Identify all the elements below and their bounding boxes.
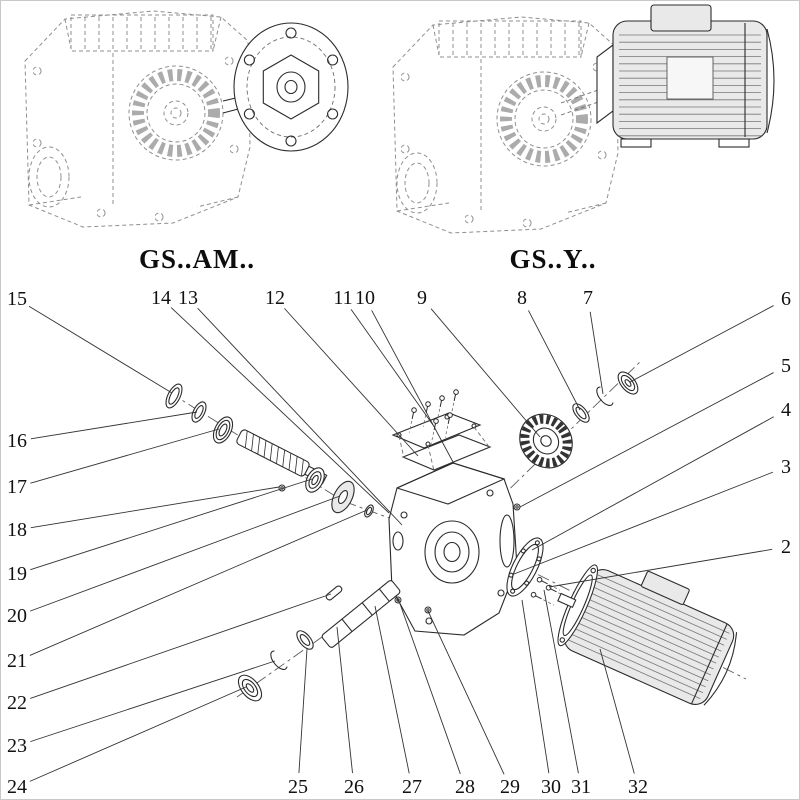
- part-bearing-19: [305, 467, 325, 493]
- flange-drawing: [222, 22, 349, 152]
- leader-line-22: [30, 593, 332, 699]
- part-bearing-17: [212, 416, 234, 444]
- leader-line-15: [28, 305, 173, 394]
- part-seal-6: [617, 371, 639, 395]
- leader-line-17: [30, 428, 220, 484]
- leader-line-10: [371, 310, 454, 463]
- callout-17: 17: [7, 476, 27, 498]
- part-vent-plug-5: [513, 503, 521, 511]
- leader-line-9: [430, 308, 541, 438]
- callout-29: 29: [500, 776, 520, 798]
- part-washer-25: [296, 630, 314, 650]
- part-gasket-12: [401, 434, 492, 471]
- leader-line-24: [29, 686, 247, 782]
- leader-line-25: [298, 648, 308, 774]
- callout-12: 12: [265, 287, 285, 309]
- part-ring-8: [572, 403, 590, 423]
- leader-line-26: [336, 626, 353, 774]
- leader-line-31: [543, 589, 579, 774]
- callout-27: 27: [402, 776, 422, 798]
- leader-line-16: [30, 411, 198, 440]
- callout-16: 16: [7, 430, 27, 452]
- part-circlip-7: [596, 386, 614, 406]
- exploded-view: [165, 360, 747, 706]
- leader-line-6: [629, 305, 774, 383]
- callout-11: 11: [333, 287, 352, 309]
- callout-23: 23: [7, 735, 27, 757]
- leader-line-11: [350, 309, 434, 426]
- callout-22: 22: [7, 692, 27, 714]
- callout-10: 10: [355, 287, 375, 309]
- callout-3: 3: [781, 456, 791, 478]
- callout-8: 8: [517, 287, 527, 309]
- callout-21: 21: [7, 650, 27, 672]
- part-flange-4: [506, 537, 544, 597]
- leader-line-21: [29, 509, 368, 656]
- leader-line-19: [30, 478, 313, 571]
- leader-line-12: [284, 308, 419, 457]
- motor-drawing: [596, 4, 775, 148]
- leader-line-14: [170, 307, 390, 514]
- leader-line-23: [30, 660, 276, 743]
- callout-2: 2: [781, 536, 791, 558]
- callout-13: 13: [178, 287, 198, 309]
- leader-line-4: [531, 416, 774, 551]
- callout-15: 15: [7, 288, 27, 310]
- callout-31: 31: [571, 776, 591, 798]
- leader-line-29: [427, 610, 505, 775]
- part-ring-16: [191, 401, 207, 423]
- leader-line-8: [528, 310, 581, 411]
- callout-7: 7: [583, 287, 593, 309]
- leader-line-2: [548, 548, 773, 588]
- callout-25: 25: [288, 776, 308, 798]
- part-key-22: [325, 585, 343, 601]
- gearbox-am-drawing: [25, 11, 349, 227]
- callout-24: 24: [7, 776, 27, 798]
- callout-6: 6: [781, 288, 791, 310]
- part-motor: [557, 564, 738, 706]
- leader-line-3: [513, 471, 774, 575]
- callout-4: 4: [781, 399, 791, 421]
- gearbox-y-drawing: [393, 4, 775, 233]
- leader-line-20: [29, 495, 341, 612]
- leader-line-13: [197, 307, 403, 526]
- leader-line-7: [589, 311, 604, 395]
- leader-line-5: [519, 372, 774, 508]
- callout-28: 28: [455, 776, 475, 798]
- callout-20: 20: [7, 605, 27, 627]
- part-housing: [388, 462, 518, 636]
- leader-line-18: [30, 486, 280, 529]
- part-seal-ring-15: [165, 383, 183, 409]
- leader-line-28: [398, 600, 461, 774]
- leader-line-30: [521, 599, 550, 774]
- callout-9: 9: [417, 287, 427, 309]
- part-seal-24: [237, 674, 263, 702]
- leader-line-27: [374, 605, 410, 774]
- callout-5: 5: [781, 355, 791, 377]
- callout-30: 30: [541, 776, 561, 798]
- callout-14: 14: [151, 287, 171, 309]
- callout-18: 18: [7, 519, 27, 541]
- part-output-shaft-26: [321, 580, 401, 648]
- part-ring-21: [364, 504, 374, 518]
- caption-gs-y: GS..Y..: [509, 244, 597, 274]
- callout-26: 26: [344, 776, 364, 798]
- part-washer-20: [331, 480, 355, 514]
- callout-19: 19: [7, 563, 27, 585]
- part-circlip-23: [270, 650, 288, 670]
- part-gear-9: [519, 413, 573, 469]
- callout-32: 32: [628, 776, 648, 798]
- caption-gs-am: GS..AM..: [139, 244, 255, 274]
- leader-line-32: [599, 648, 635, 774]
